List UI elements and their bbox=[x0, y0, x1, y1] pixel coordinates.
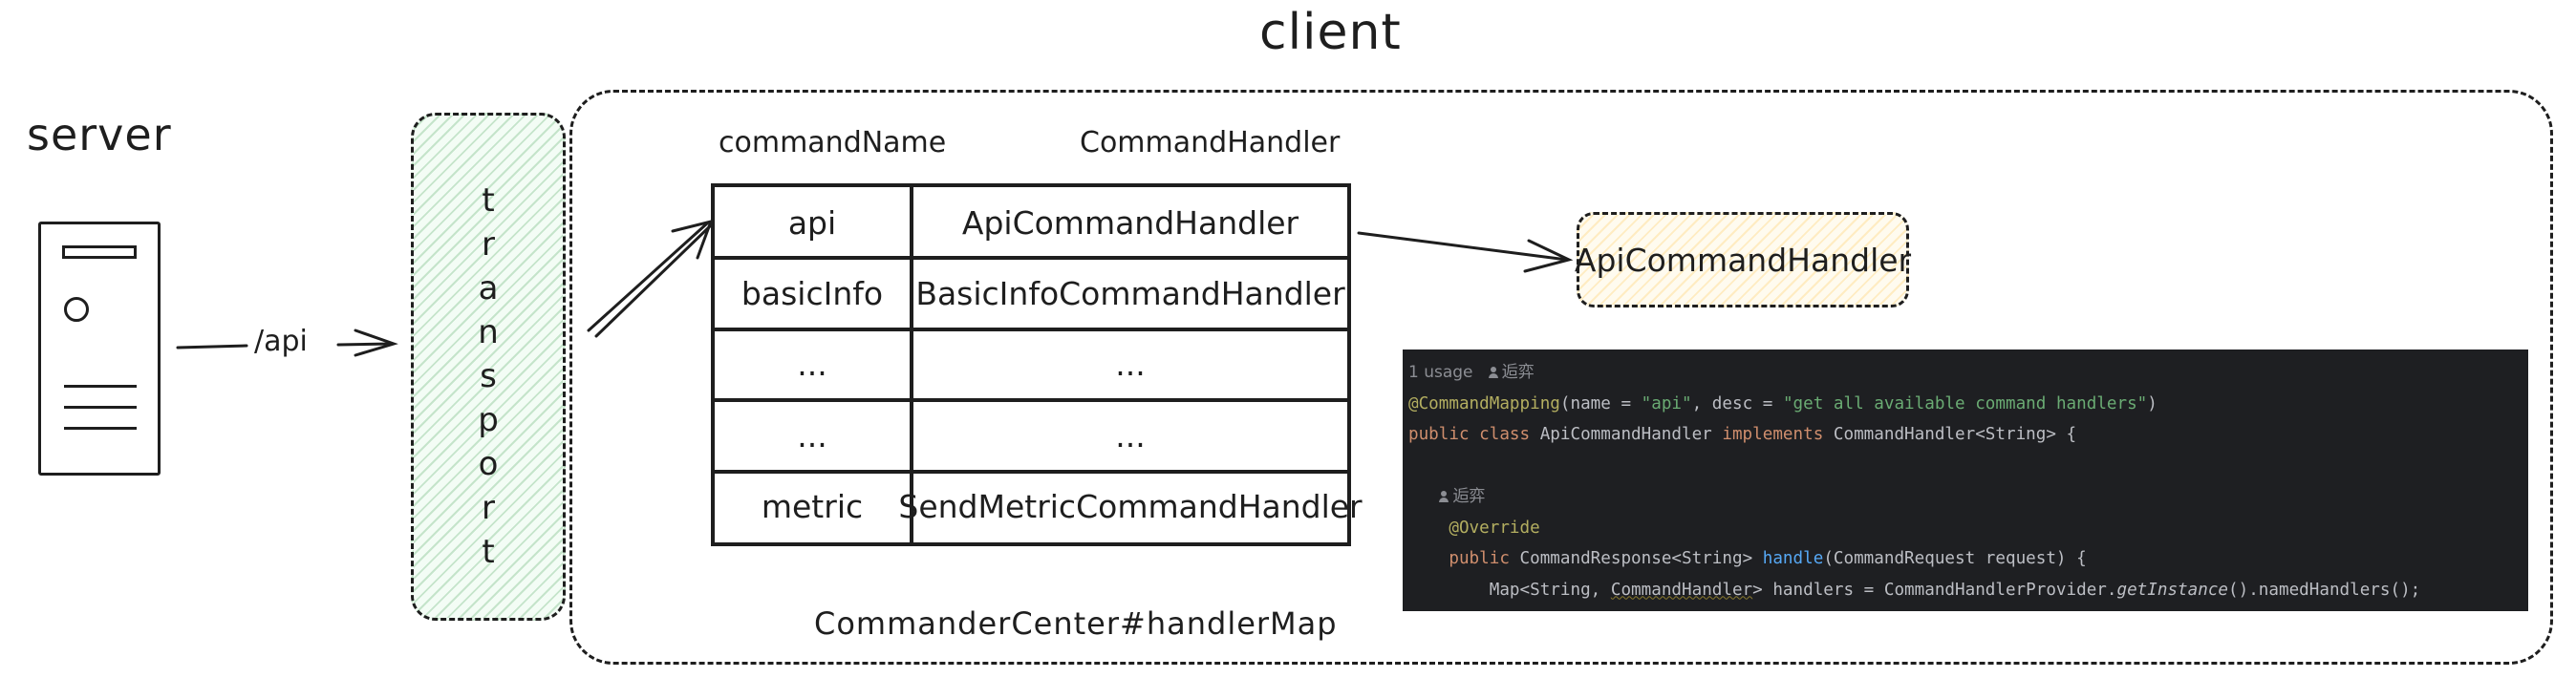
code-line-override: @Override bbox=[1408, 513, 2528, 544]
table-row: ...... bbox=[715, 400, 1347, 471]
command-name-cell: metric bbox=[761, 488, 864, 526]
command-handler-cell: ... bbox=[1115, 416, 1146, 455]
keyword-token: public bbox=[1449, 549, 1520, 568]
command-name-cell: ... bbox=[797, 416, 827, 455]
server-vent-line bbox=[64, 427, 137, 430]
lookup-arrow-shaft bbox=[587, 222, 709, 332]
command-name-cell: api bbox=[787, 203, 837, 242]
command-handler-cell: ApiCommandHandler bbox=[961, 203, 1299, 242]
command-handler-cell: SendMetricCommandHandler bbox=[898, 488, 1363, 526]
lookup-arrow-head bbox=[671, 219, 714, 260]
dispatch-arrow-head bbox=[1523, 239, 1574, 273]
server-vent-line bbox=[64, 406, 137, 409]
command-handler-cell: ... bbox=[1115, 346, 1146, 384]
api-arrow-shaft bbox=[336, 342, 394, 347]
server-vent-line bbox=[64, 385, 137, 388]
lookup-arrow-shaft bbox=[594, 223, 713, 338]
server-title: server bbox=[27, 109, 172, 160]
code-token: > handlers = CommandHandlerProvider. bbox=[1752, 580, 2117, 600]
code-token: (CommandRequest request) { bbox=[1823, 549, 2087, 568]
author-name[interactable]: 逅弈 bbox=[1501, 363, 1535, 382]
server-power-knob bbox=[64, 297, 89, 322]
resolved-handler-label: ApiCommandHandler bbox=[1574, 241, 1912, 279]
code-line-class: public class ApiCommandHandler implement… bbox=[1408, 419, 2528, 451]
string-token: "get all available command handlers" bbox=[1782, 393, 2148, 413]
author-icon bbox=[1439, 491, 1449, 502]
method-name-token: handle bbox=[1762, 549, 1824, 568]
column-value-header: CommandHandler bbox=[1080, 126, 1341, 159]
code-line-body: Map<String, CommandHandler> handlers = C… bbox=[1408, 575, 2528, 606]
server-line bbox=[176, 344, 248, 350]
command-name-cell: ... bbox=[797, 346, 827, 384]
command-handler-cell: BasicInfoCommandHandler bbox=[915, 275, 1345, 313]
row-divider bbox=[715, 469, 1347, 474]
code-token: , desc = bbox=[1691, 393, 1783, 413]
table-row: basicInfo BasicInfoCommandHandler bbox=[715, 258, 1347, 328]
keyword-token: public class bbox=[1408, 425, 1540, 444]
class-name-token: ApiCommandHandler bbox=[1539, 425, 1723, 444]
request-path-label: /api bbox=[254, 325, 308, 358]
resolved-handler-box: ApiCommandHandler bbox=[1574, 212, 1912, 307]
column-key-header: commandName bbox=[719, 126, 947, 159]
table-row: metric SendMetricCommandHandler bbox=[715, 472, 1363, 542]
handler-map-table: api ApiCommandHandler basicInfo BasicInfoCo… bbox=[711, 183, 1363, 546]
annotation-token: @CommandMapping bbox=[1408, 393, 1560, 413]
code-author-line: 逅弈 bbox=[1408, 481, 2528, 513]
code-token: CommandResponse<String> bbox=[1519, 549, 1763, 568]
code-token: CommandHandler<String> { bbox=[1833, 425, 2077, 444]
author-icon bbox=[1488, 367, 1498, 378]
code-token: CommandHandler bbox=[1610, 580, 1753, 600]
row-divider bbox=[715, 256, 1347, 261]
column-divider bbox=[910, 187, 913, 542]
code-usage-line: 1 usage 逅弈 bbox=[1408, 357, 2528, 389]
row-divider bbox=[715, 327, 1347, 331]
usage-count[interactable]: 1 usage bbox=[1408, 363, 1473, 382]
command-name-cell: basicInfo bbox=[741, 275, 884, 313]
code-line-annotation: @CommandMapping(name = "api", desc = "ge… bbox=[1408, 389, 2528, 420]
code-panel: 1 usage 逅弈 @CommandMapping(name = "api",… bbox=[1403, 350, 2528, 611]
dispatch-arrow-shaft bbox=[1357, 231, 1569, 262]
row-divider bbox=[715, 398, 1347, 403]
code-token: Map<String, bbox=[1489, 580, 1611, 600]
map-caption: CommanderCenter#handlerMap bbox=[814, 605, 1338, 642]
client-container bbox=[569, 90, 2553, 665]
code-token: (name = bbox=[1559, 393, 1642, 413]
api-arrow-head bbox=[354, 328, 398, 357]
code-token: getInstance bbox=[2116, 580, 2229, 600]
server-drive-slot bbox=[62, 245, 137, 259]
author-name[interactable]: 逅弈 bbox=[1452, 487, 1486, 506]
table-row: ...... bbox=[715, 329, 1347, 400]
table-row: api ApiCommandHandler bbox=[715, 187, 1347, 258]
code-line-method: public CommandResponse<String> handle(Co… bbox=[1408, 543, 2528, 575]
server-icon bbox=[38, 222, 161, 476]
code-token: ) bbox=[2147, 393, 2157, 413]
string-token: "api" bbox=[1641, 393, 1692, 413]
code-token: ().namedHandlers(); bbox=[2228, 580, 2421, 600]
client-title: client bbox=[1259, 4, 1402, 61]
keyword-token: implements bbox=[1722, 425, 1834, 444]
annotation-token: @Override bbox=[1449, 518, 1540, 538]
